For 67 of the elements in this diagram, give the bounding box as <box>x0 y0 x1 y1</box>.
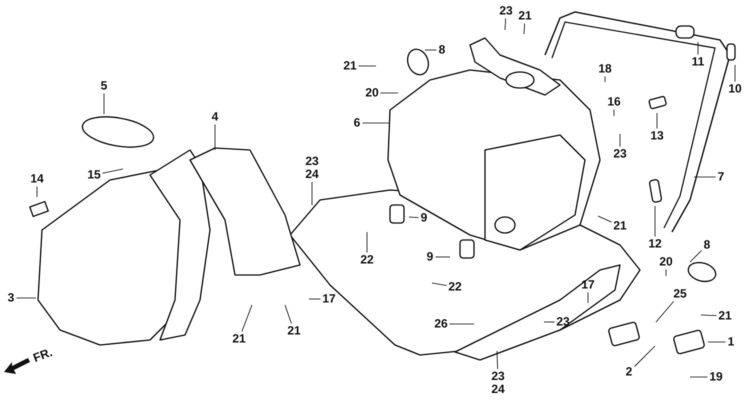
leader-line <box>634 346 656 367</box>
callout-number: 21 <box>287 324 301 338</box>
callout-number: 20 <box>659 256 673 268</box>
callout-number: 1 <box>728 336 734 348</box>
leader-line <box>36 186 38 198</box>
callout-number: 21 <box>343 60 357 72</box>
callout-number: 21 <box>518 10 532 22</box>
leader-line <box>366 232 368 253</box>
leader-line <box>656 112 658 129</box>
callout-number: 4 <box>212 110 218 124</box>
callout-number: 12 <box>648 238 662 250</box>
callout-number: 15 <box>87 168 101 182</box>
callout-number: 21 <box>613 220 627 232</box>
callout-number: 24 <box>305 168 319 181</box>
leader-line <box>654 206 656 237</box>
leader-line <box>380 92 398 94</box>
callout-number: 11 <box>692 56 704 68</box>
leader-line <box>362 122 390 124</box>
callout-number: 21 <box>232 332 246 346</box>
leader-line <box>734 64 736 82</box>
callout-number: 23 <box>499 4 513 18</box>
callout-number: 5 <box>100 80 108 92</box>
callout-number: 2 <box>626 366 632 378</box>
leader-line <box>496 350 498 370</box>
callout-number: 9 <box>420 212 428 224</box>
callout-number: 3 <box>8 292 14 304</box>
leader-line <box>504 18 506 30</box>
callout-number: 23 <box>491 370 505 383</box>
callout-number: 21 <box>718 310 732 322</box>
callout-number: 14 <box>30 172 44 186</box>
leader-line <box>102 168 124 174</box>
leader-line <box>690 376 708 378</box>
leader-line <box>524 23 525 34</box>
leader-line <box>408 216 419 218</box>
callout-number: 20 <box>365 86 379 100</box>
callout-number: 26 <box>434 318 448 330</box>
callout-number: 24 <box>491 383 505 396</box>
leader-line <box>214 124 216 150</box>
callout-number: 8 <box>438 44 446 56</box>
leader-line <box>241 304 252 332</box>
callout-number: 6 <box>354 116 360 130</box>
leader-line <box>284 304 292 324</box>
leader-line <box>604 76 606 82</box>
callout-number: 22 <box>448 280 462 294</box>
callout-number: 23 <box>613 148 627 160</box>
leader-line <box>656 301 674 322</box>
callout-number: 23 <box>556 316 570 328</box>
leader-line <box>598 216 612 223</box>
callout-number: 23 <box>305 155 319 168</box>
callout-number: 13 <box>650 130 664 142</box>
callout-number: 9 <box>426 250 434 264</box>
callout-number: 19 <box>709 370 723 384</box>
direction-label: FR. <box>31 345 54 365</box>
callout-number: 16 <box>607 96 621 108</box>
leader-line <box>308 298 321 300</box>
callout-number: 25 <box>673 288 687 300</box>
leader-line <box>700 314 717 316</box>
callout-number: 22 <box>360 254 374 266</box>
leader-line <box>694 176 716 178</box>
callout-number: 7 <box>718 170 724 184</box>
leader-line <box>690 250 702 262</box>
callout-number: 18 <box>598 62 612 76</box>
callout-number: 17 <box>322 292 336 306</box>
callout-number: 8 <box>704 238 710 252</box>
leader-line <box>435 256 450 258</box>
callout-number: 10 <box>728 82 742 96</box>
leader-line <box>432 282 447 286</box>
